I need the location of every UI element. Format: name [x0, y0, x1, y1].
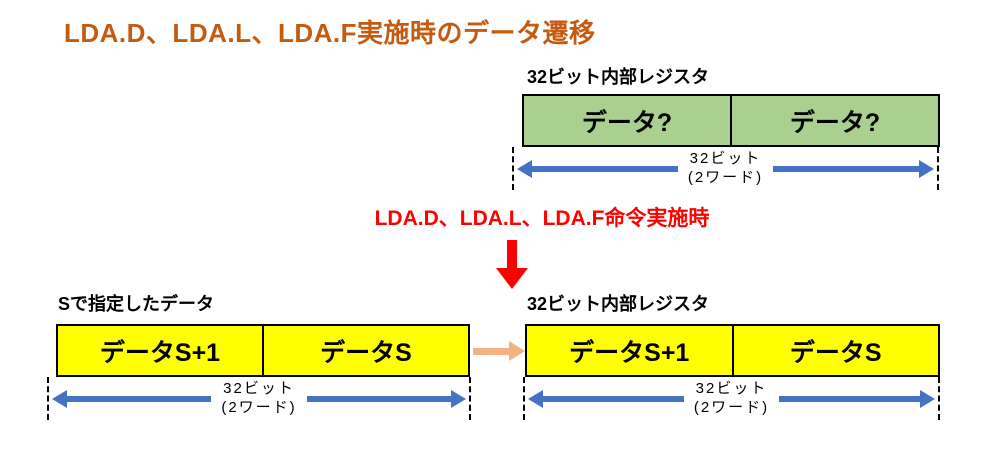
measure-caption-line2: (2ワード) [693, 398, 770, 416]
measure-line [306, 395, 451, 402]
down-arrowhead-icon [496, 268, 528, 289]
measure-line [67, 395, 212, 402]
source-cell-high: データS+1 [58, 326, 264, 375]
measure-caption-line1: 32ビット [223, 379, 295, 397]
top-register-label: 32ビット内部レジスタ [527, 67, 710, 87]
dest-register-box: データS+1 データS [525, 324, 940, 377]
measure-caption: 32ビット (2ワード) [221, 380, 296, 418]
top-register-cell-high: データ? [524, 96, 732, 145]
measure-line [543, 395, 684, 402]
measure-caption-line1: 32ビット [689, 149, 762, 167]
dest-register-cell-low: データS [733, 326, 938, 375]
source-data-box: データS+1 データS [56, 324, 470, 377]
measure-caption-line1: 32ビット [695, 379, 768, 397]
measure-line [773, 165, 919, 172]
transfer-arrow-icon [473, 348, 510, 355]
left-arrowhead-icon [528, 389, 543, 408]
source-cell-low: データS [264, 326, 468, 375]
dest-register-cell-high: データS+1 [527, 326, 734, 375]
measure-caption-line2: (2ワード) [221, 398, 297, 416]
measure-caption: 32ビット (2ワード) [688, 150, 763, 188]
measure-caption: 32ビット (2ワード) [694, 380, 769, 418]
right-arrowhead-icon [919, 159, 934, 178]
dest-width-measure: 32ビット (2ワード) [523, 377, 940, 420]
measure-caption-line2: (2ワード) [687, 168, 764, 186]
left-arrowhead-icon [52, 389, 67, 408]
page-title: LDA.D、LDA.L、LDA.F実施時のデータ遷移 [64, 18, 596, 48]
top-register-box: データ? データ? [522, 94, 940, 147]
top-width-measure: 32ビット (2ワード) [512, 147, 939, 190]
transition-caption: LDA.D、LDA.L、LDA.F命令実施時 [374, 207, 710, 230]
transfer-arrowhead-icon [509, 341, 525, 361]
measure-line [532, 165, 678, 172]
dest-register-label: 32ビット内部レジスタ [527, 294, 710, 314]
down-arrow-icon [507, 240, 517, 268]
right-arrowhead-icon [451, 389, 466, 408]
measure-line [779, 395, 920, 402]
right-arrowhead-icon [920, 389, 935, 408]
left-arrowhead-icon [517, 159, 532, 178]
source-data-label: Sで指定したデータ [58, 294, 215, 314]
top-register-cell-low: データ? [732, 96, 938, 145]
source-width-measure: 32ビット (2ワード) [47, 377, 471, 420]
